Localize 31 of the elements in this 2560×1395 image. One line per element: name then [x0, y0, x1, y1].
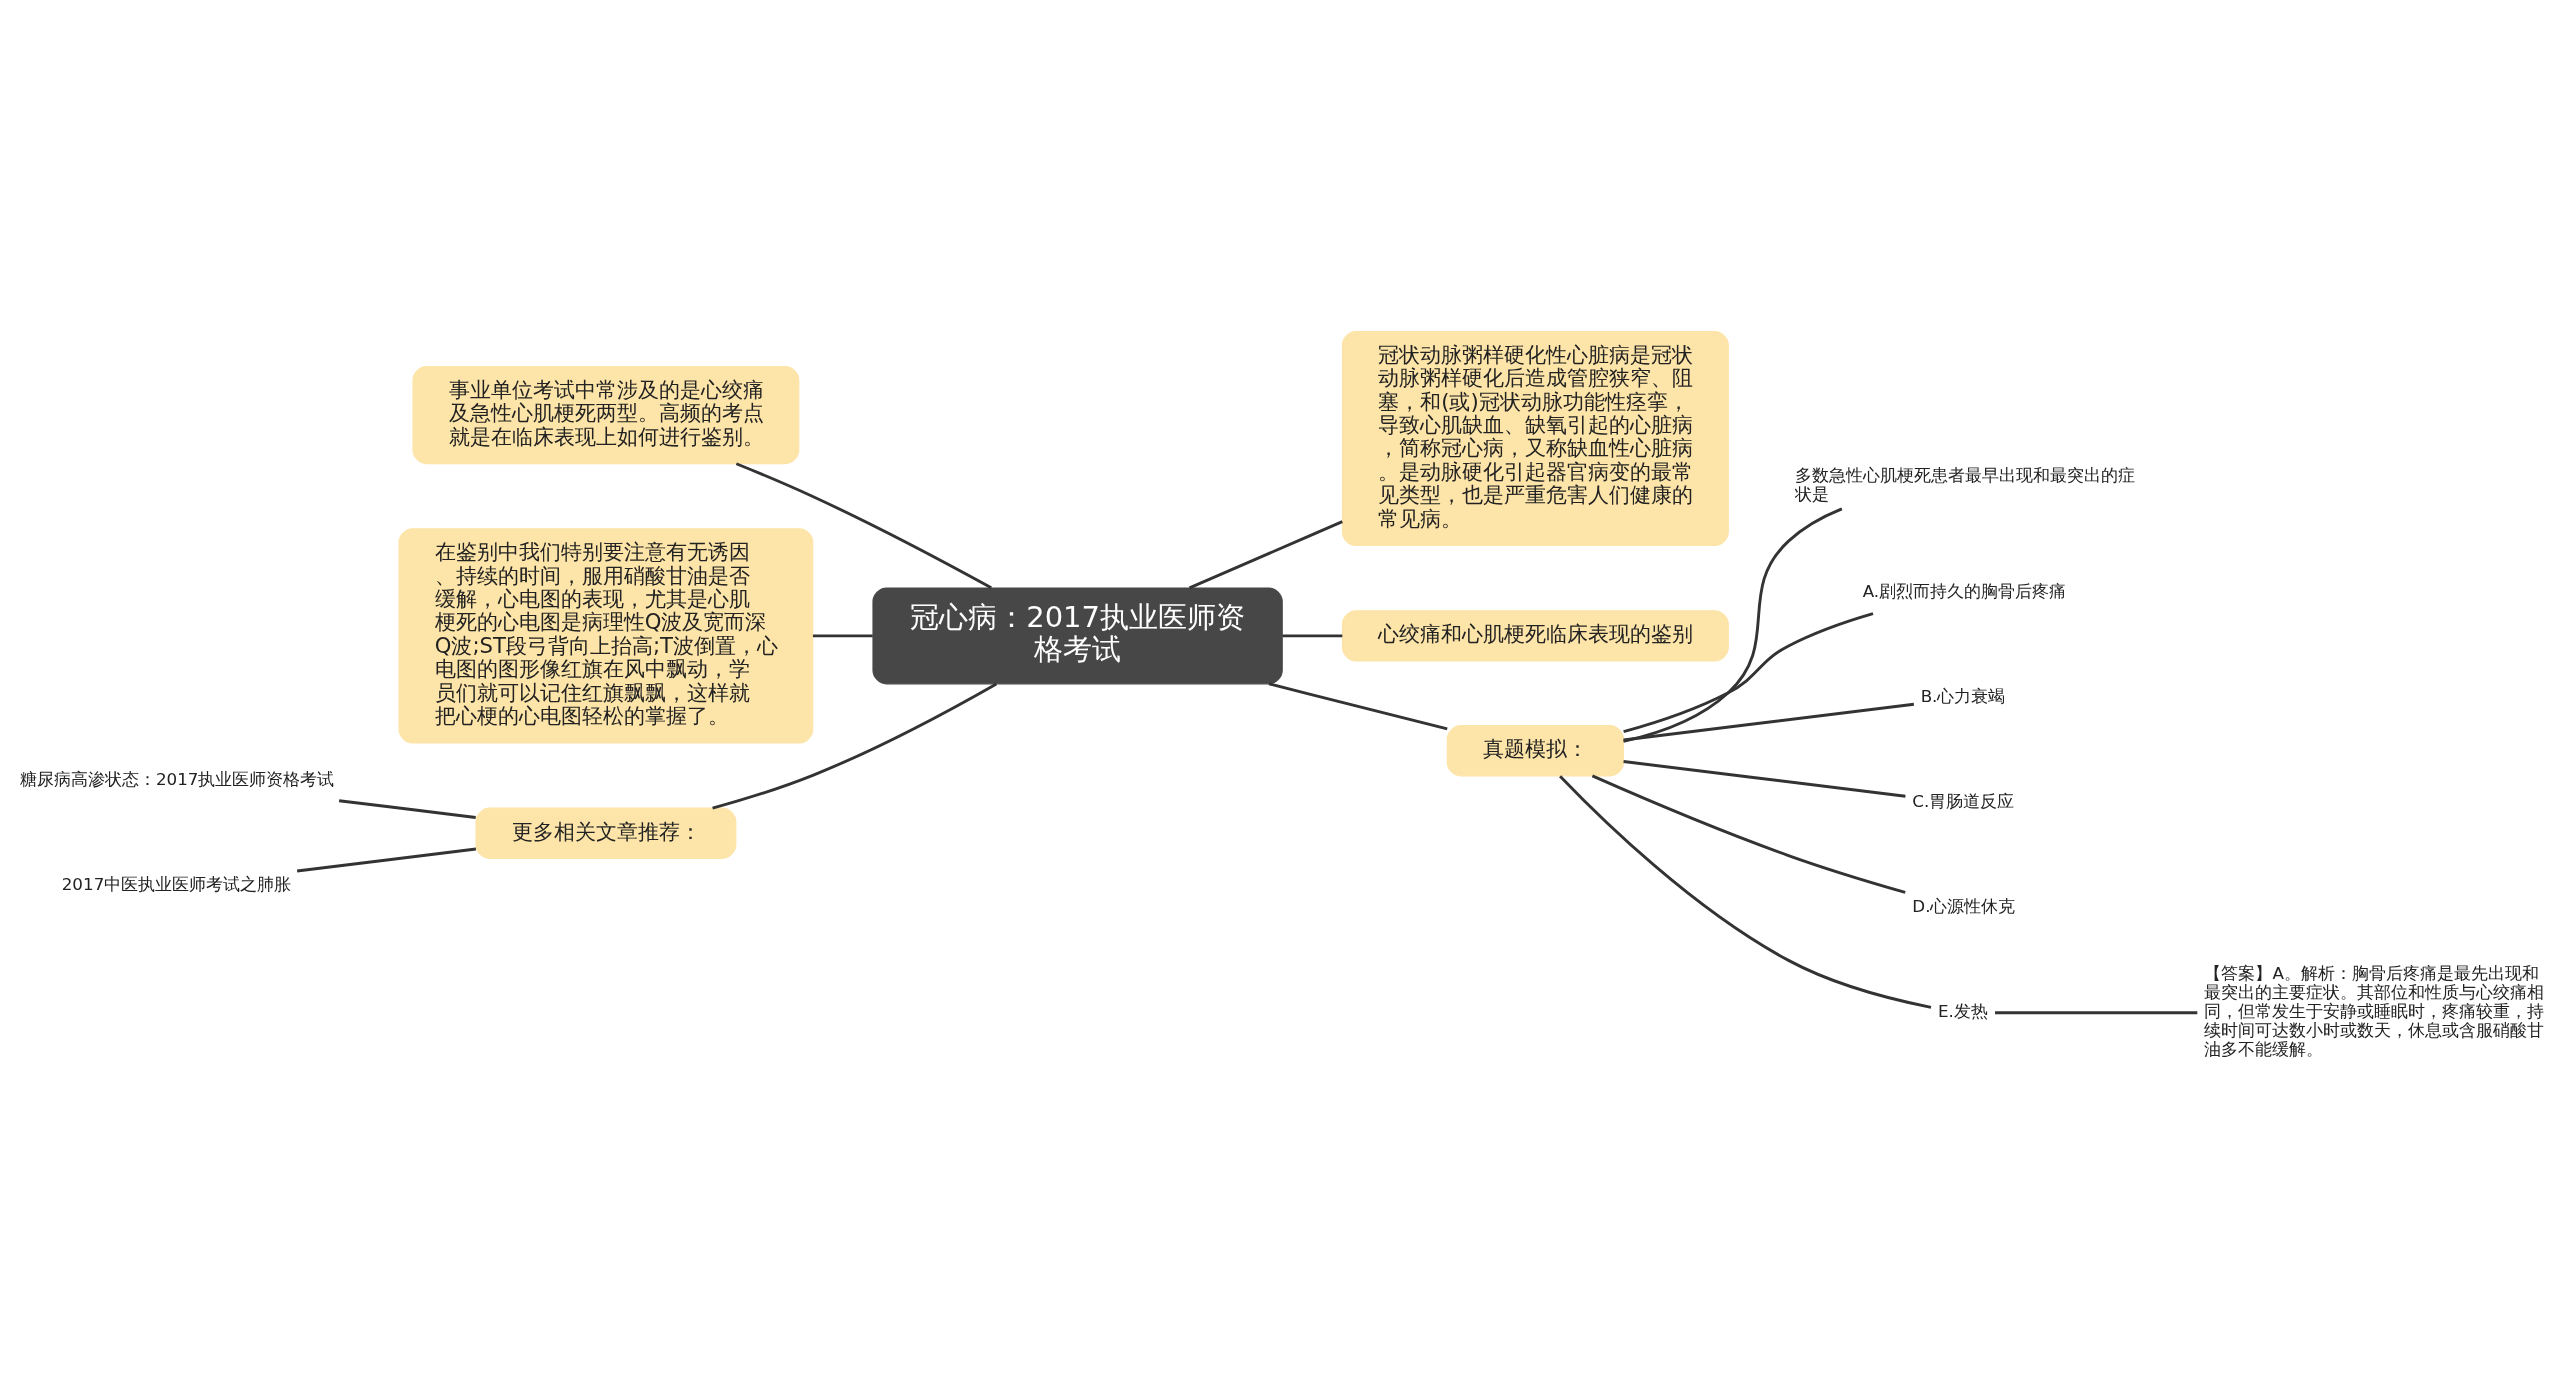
node-text: 糖尿病高渗状态：2017执业医师资格考试: [19, 768, 335, 789]
node-text: 【答案】A。解析：胸骨后疼痛是最先出现和最突出的主要症状。其部位和性质与心绞痛相同，但常发生于安静或睡眠时，疼痛较重，持续时间可达数小时或数天，休息或含服硝酸甘油多不能缓解。: [2204, 962, 2545, 1059]
connector: [712, 682, 998, 810]
connector: [1268, 682, 1448, 731]
node-text: C.胃肠道反应: [1912, 791, 2015, 812]
node-box: 心绞痛和心肌梗死临床表现的鉴别: [1341, 610, 1729, 662]
connector: [1623, 612, 1874, 734]
connector: [812, 634, 873, 638]
node-box: 冠状动脉粥样硬化性心脏病是冠状动脉粥样硬化后造成管腔狭窄、阻塞，和(或)冠状动脉功能性痉挛，导致心肌缺血、缺氧引起的心脏病，简称冠心病，又称缺血性心脏病。是动脉硬化引起器官病变的最常见类型，也是严重危害人们健康的常见病。: [1341, 330, 1729, 547]
connector: [1591, 774, 1906, 894]
connector: [1559, 775, 1932, 1009]
connector: [1189, 520, 1343, 590]
node-text: E.发热: [1937, 1000, 1988, 1021]
connector: [338, 799, 476, 819]
connector: [296, 847, 477, 873]
node-box: 冠心病：2017执业医师资格考试: [872, 587, 1283, 685]
node-text: 2017中医执业医师考试之肺胀: [61, 873, 292, 894]
connector: [735, 462, 992, 590]
node-box: 在鉴别中我们特别要注意有无诱因、持续的时间，服用硝酸甘油是否缓解，心电图的表现，尤其是心肌梗死的心电图是病理性Q波及宽而深Q波;ST段弓背向上抬高;T波倒置，心电图的图形像红旗在风中飘动，学员们就可以记住红旗飘飘，这样就把心梗的心电图轻松的掌握了。: [398, 528, 814, 744]
node-box: 更多相关文章推荐：: [475, 807, 737, 859]
connector: [1623, 507, 1843, 743]
node-box: 事业单位考试中常涉及的是心绞痛及急性心肌梗死两型。高频的考点就是在临床表现上如何进行鉴别。: [412, 366, 800, 465]
connector: [1623, 702, 1915, 742]
node-box: 真题模拟：: [1446, 725, 1624, 777]
connector: [1623, 760, 1906, 798]
node-text: 多数急性心肌梗死患者最早出现和最突出的症状是: [1795, 464, 2136, 504]
connector: [1282, 634, 1343, 638]
connector: [1995, 1011, 2198, 1015]
node-text: D.心源性休克: [1912, 895, 2016, 916]
node-text: A.剧烈而持久的胸骨后疼痛: [1862, 581, 2067, 602]
node-text: B.心力衰竭: [1920, 686, 2006, 707]
